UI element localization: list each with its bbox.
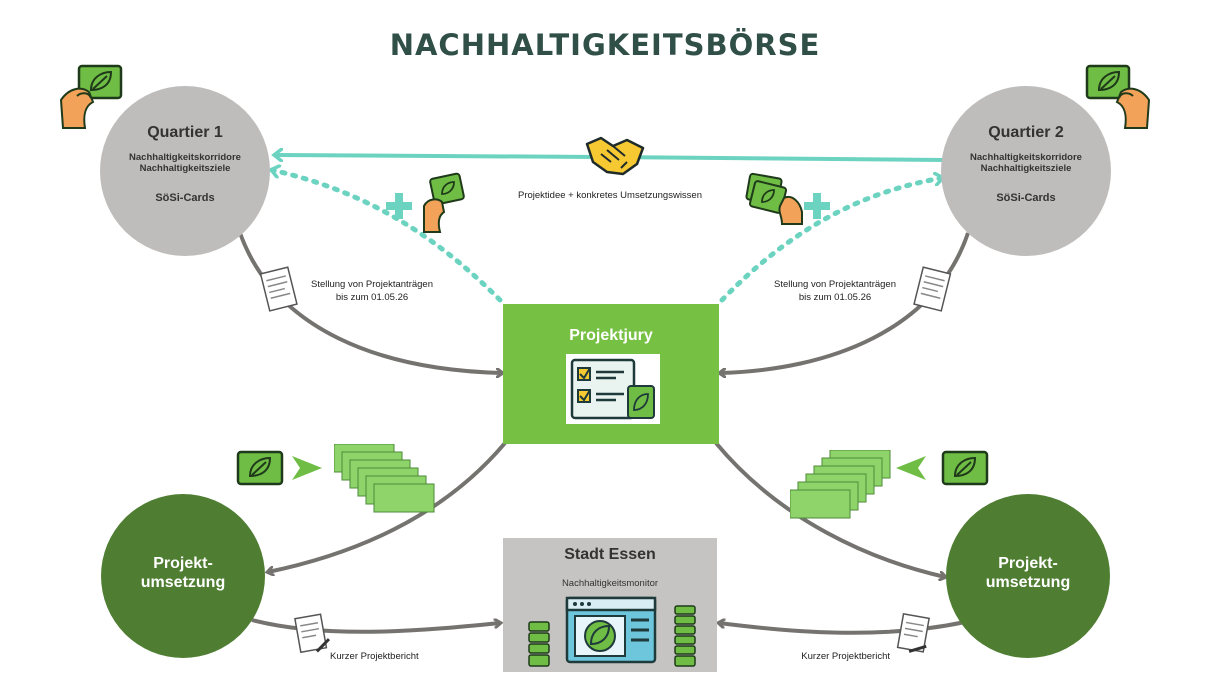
exchange-label: Projektidee + konkretes Umsetzungswissen [517,190,703,201]
projektumsetzung-left-label: Projekt- umsetzung [140,555,226,591]
quartier-2-title: Quartier 2 [988,124,1064,141]
monitor-icon [565,596,657,664]
quartier-1-circle: Quartier 1 Nachhaltigkeitskorridore Nach… [100,86,270,256]
arrow-jury-to-pu-left [268,441,507,572]
quartier-2-goals: Nachhaltigkeitskorridore Nachhaltigkeits… [941,152,1111,174]
checklist-icon [566,354,660,424]
quartier-2-circle: Quartier 2 Nachhaltigkeitskorridore Nach… [941,86,1111,256]
quartier-1-line1: Nachhaltigkeitskorridore [129,152,241,163]
arrow-jury-to-pu-right [714,441,945,577]
card-icon [941,450,989,486]
report-label-right: Kurzer Projektbericht [801,651,890,662]
document-icon [294,613,331,654]
quartier-1-line2: Nachhaltigkeitsziele [139,163,231,174]
coin-stack-icon [674,605,696,667]
plus-icon [386,193,412,219]
arrow-q2-to-jury [720,232,970,373]
quartier-2-cards: SöSi-Cards [996,192,1056,204]
money-stack-icon [790,450,891,519]
application-left-line2: bis zum 01.05.26 [335,292,409,303]
application-left-line1: Stellung von Projektanträgen [311,279,433,290]
coin-stack-icon [528,621,550,667]
report-label-left: Kurzer Projektbericht [330,651,419,662]
application-right-line1: Stellung von Projektanträgen [774,279,896,290]
projektumsetzung-right-circle: Projekt- umsetzung [946,494,1110,658]
application-right-line2: bis zum 01.05.26 [798,292,872,303]
chevron-arrow-icon [292,456,322,480]
document-icon [259,266,298,312]
projektjury-title: Projektjury [569,327,653,344]
quartier-2-line1: Nachhaltigkeitskorridore [970,152,1082,163]
arrow-q1-to-jury [238,232,502,373]
hand-card-icon [1085,64,1151,129]
stadt-essen-title: Stadt Essen [564,546,656,563]
dotted-arrow-left [272,170,503,303]
money-stack-icon [334,444,435,513]
chevron-arrow-icon [896,456,926,480]
card-icon [236,450,284,486]
projektumsetzung-left-circle: Projekt- umsetzung [101,494,265,658]
plus-icon [804,193,830,219]
document-icon [913,266,952,312]
hand-card-icon [59,64,123,129]
page-title: NACHHALTIGKEITSBÖRSE [389,28,821,62]
quartier-1-goals: Nachhaltigkeitskorridore Nachhaltigkeits… [100,152,270,174]
stadt-essen-subtitle: Nachhaltigkeitsmonitor [561,578,659,589]
hand-card-icon [423,172,465,233]
projektumsetzung-right-label: Projekt- umsetzung [985,555,1071,591]
arrow-pu-right-to-stadt [719,622,966,635]
arrow-pu-left-to-stadt [251,620,500,634]
projektjury-box: Projektjury [503,304,719,444]
stadt-essen-box: Stadt Essen Nachhaltigkeitsmonitor [503,538,717,672]
application-label-right: Stellung von Projektanträgen bis zum 01.… [760,278,910,304]
quartier-2-line2: Nachhaltigkeitsziele [980,163,1072,174]
handshake-icon [585,136,645,176]
hand-card-icon [745,172,803,225]
quartier-1-cards: SöSi-Cards [155,192,215,204]
document-icon [896,612,930,653]
application-label-left: Stellung von Projektanträgen bis zum 01.… [297,278,447,304]
dotted-arrow-right [719,178,942,303]
quartier-1-title: Quartier 1 [147,124,223,141]
